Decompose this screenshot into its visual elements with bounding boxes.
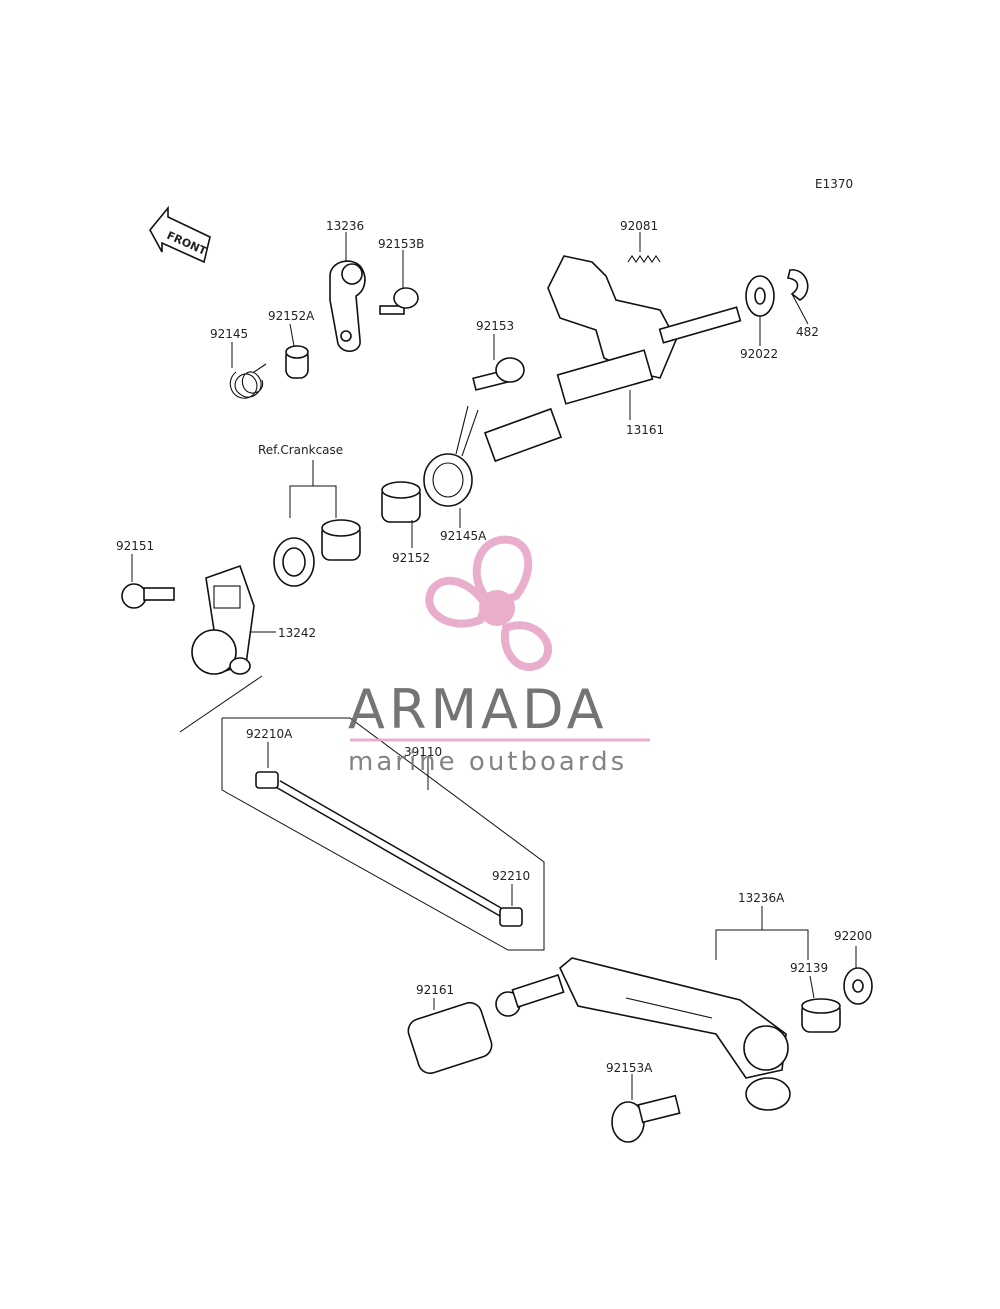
label-13242: 13242 — [278, 626, 316, 640]
label-92153A: 92153A — [606, 1061, 653, 1075]
leader-lines — [131, 232, 857, 1100]
label-92210: 92210 — [492, 869, 530, 883]
collar-92152A — [285, 345, 309, 379]
spring-92081 — [627, 255, 661, 263]
peg-rubber-92161 — [407, 974, 565, 1075]
label-92152A: 92152A — [268, 309, 315, 323]
arm-13236 — [329, 260, 366, 352]
crankcase-bearings — [273, 519, 361, 587]
bushing-92139 — [801, 998, 841, 1033]
collar-92152 — [381, 481, 421, 523]
label-92145: 92145 — [210, 327, 248, 341]
bolt-92153B — [379, 287, 419, 315]
watermark-brand: ARMADA — [348, 678, 608, 741]
label-92145A: 92145A — [440, 529, 487, 543]
part-labels: 13236 92153B 92081 92145 92152A 92153 48… — [116, 219, 872, 1075]
label-92161: 92161 — [416, 983, 454, 997]
propeller-logo-icon — [425, 535, 553, 671]
shift-shaft-13161 — [483, 255, 742, 463]
label-92081: 92081 — [620, 219, 658, 233]
spring-92145A — [423, 405, 479, 507]
label-92200: 92200 — [834, 929, 872, 943]
label-13236A: 13236A — [738, 891, 785, 905]
label-92022: 92022 — [740, 347, 778, 361]
label-39110: 39110 — [404, 745, 442, 759]
label-ref-crankcase: Ref.Crankcase — [258, 443, 343, 457]
label-13236: 13236 — [326, 219, 364, 233]
bolt-92153A — [611, 1094, 681, 1143]
watermark-tagline: marine outboards — [348, 747, 627, 777]
diagram-code: E1370 — [815, 177, 853, 191]
spring-92145 — [229, 363, 267, 399]
washer-92022 — [745, 275, 775, 317]
pedal-13236A — [559, 957, 791, 1111]
label-92152: 92152 — [392, 551, 430, 565]
label-92210A: 92210A — [246, 727, 293, 741]
label-482: 482 — [796, 325, 819, 339]
front-arrow-icon: FRONT — [149, 205, 211, 264]
bolt-92153 — [472, 357, 525, 391]
label-13161: 13161 — [626, 423, 664, 437]
lever-13242 — [191, 564, 255, 675]
clip-482 — [787, 269, 809, 301]
label-92151: 92151 — [116, 539, 154, 553]
label-92153: 92153 — [476, 319, 514, 333]
label-92153B: 92153B — [378, 237, 424, 251]
label-92139: 92139 — [790, 961, 828, 975]
armada-watermark: ARMADA marine outboards — [348, 535, 650, 777]
washer-92200 — [843, 967, 873, 1005]
tie-rod-39110 — [255, 771, 523, 927]
bolt-92151 — [121, 583, 175, 609]
